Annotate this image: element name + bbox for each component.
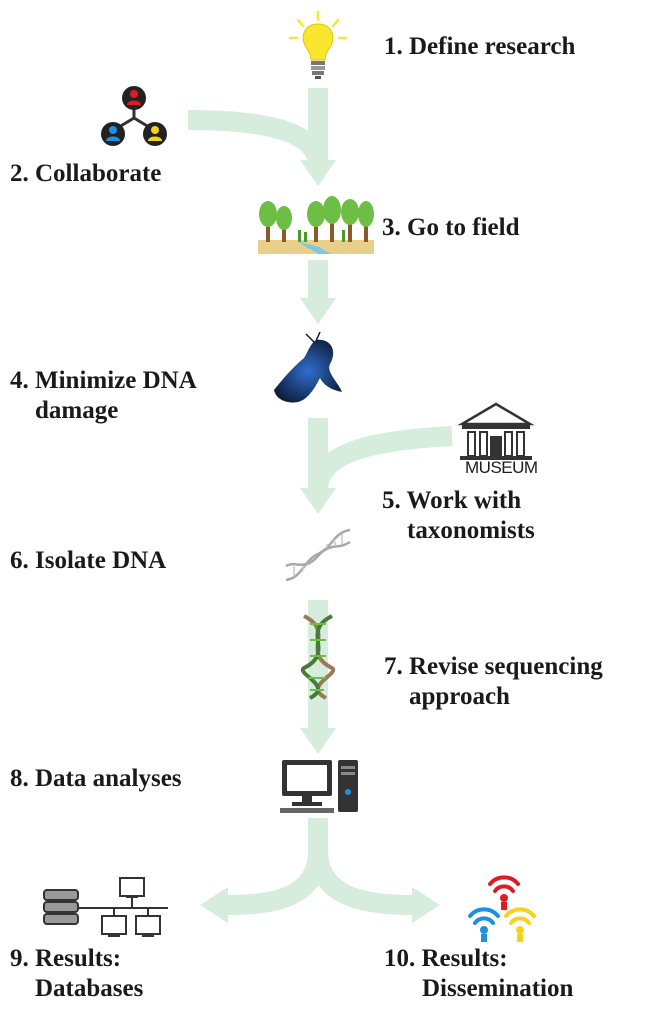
database-network-icon [43, 877, 168, 937]
step-9-text-line1: 9. Results: [10, 945, 122, 972]
step-5-text-line2: taxonomists [407, 517, 535, 544]
step-2-text: 2. Collaborate [10, 160, 162, 187]
collaboration-network-icon [101, 86, 167, 146]
step-5-text-line1: 5. Work with [382, 487, 522, 514]
step-10-text-line2: Dissemination [422, 975, 574, 1002]
museum-sign: MUSEUM [465, 458, 538, 477]
arrowhead-4-6 [300, 488, 336, 514]
step-4-text-line1: 4. Minimize DNA [10, 367, 197, 394]
step-label-5: 5. Work with taxonomists [382, 486, 535, 546]
step-label-7: 7. Revise sequencing approach [384, 652, 603, 712]
step-label-3: 3. Go to field [382, 213, 520, 243]
step-label-6: 6. Isolate DNA [10, 546, 166, 576]
arrowhead-6-8 [300, 728, 336, 754]
museum-icon [457, 402, 535, 460]
lightbulb-icon [288, 10, 348, 79]
forest-icon [258, 196, 374, 254]
step-1-text: 1. Define research [384, 33, 576, 60]
step-label-10: 10. Results: Dissemination [384, 944, 573, 1004]
step-3-text: 3. Go to field [382, 214, 520, 241]
step-8-text: 8. Data analyses [10, 765, 182, 792]
step-label-4: 4. Minimize DNA damage [10, 366, 197, 426]
arrow-split-right [308, 849, 416, 915]
butterfly-icon [274, 331, 342, 403]
step-9-text-line2: Databases [35, 975, 144, 1002]
step-label-9: 9. Results: Databases [10, 944, 143, 1004]
sequencing-helix-icon [300, 614, 336, 700]
step-10-text-line1: 10. Results: [384, 945, 508, 972]
arrowhead-1-3 [300, 160, 336, 186]
arrowhead-right [412, 887, 440, 923]
arrow-merge-2 [187, 110, 328, 167]
step-label-1: 1. Define research [384, 32, 575, 62]
step-label-2: 2. Collaborate [10, 159, 161, 189]
arrow-split-left [224, 818, 328, 915]
step-7-text-line1: 7. Revise sequencing [384, 653, 603, 680]
step-label-8: 8. Data analyses [10, 764, 182, 794]
arrowhead-3-4 [300, 298, 336, 324]
step-7-text-line2: approach [409, 683, 510, 710]
dna-helix-icon [285, 528, 351, 582]
arrow-merge-5 [308, 426, 453, 492]
step-4-text-line2: damage [35, 397, 119, 424]
wifi-broadcast-icon [468, 875, 536, 942]
arrowhead-left [200, 887, 228, 923]
step-6-text: 6. Isolate DNA [10, 547, 167, 574]
computer-icon [280, 760, 358, 813]
